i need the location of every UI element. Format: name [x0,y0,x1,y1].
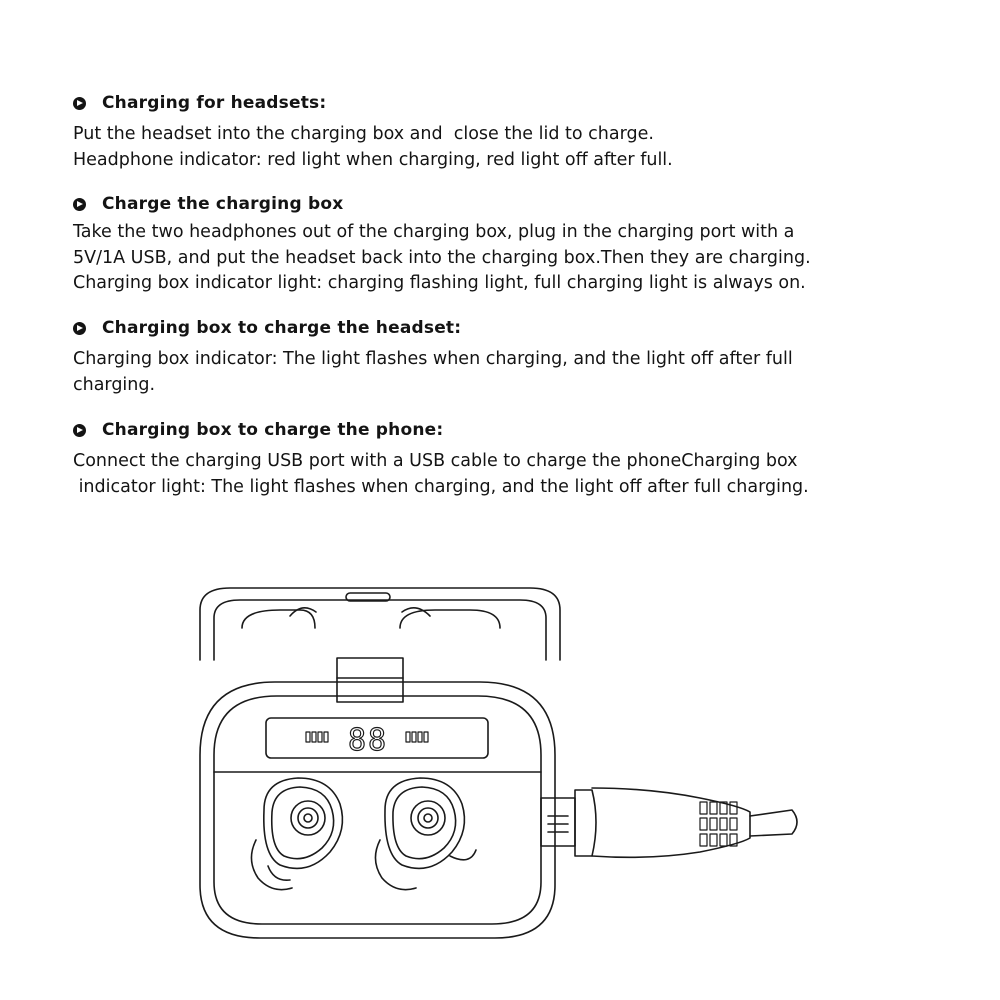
section-box-charges-phone: Charging box to charge the phone: Connec… [73,418,953,500]
body-line: Connect the charging USB port with a USB… [73,451,798,471]
case-lid [199,587,561,661]
led-display [265,717,489,759]
body-line: Charging box indicator light: charging f… [73,273,806,293]
section-heading-text: Charging for headsets: [102,93,327,113]
usb-cable [749,809,798,837]
body-line: Charging box indicator: The light flashe… [73,349,793,369]
play-bullet-icon [73,96,86,110]
section-heading-text: Charge the charging box [102,194,344,214]
right-earbud-icon [374,777,477,891]
section-heading: Charging box to charge the phone: [73,418,953,442]
body-line: Take the two headphones out of the charg… [73,222,795,242]
case-body-inner [213,695,542,925]
battery-bars-left [305,731,329,743]
body-line: Headphone indicator: red light when char… [73,149,673,170]
section-charging-headsets: Charging for headsets: Put the headset i… [73,91,953,173]
hinge-tab [336,657,404,703]
section-heading: Charge the charging box [73,192,953,216]
play-bullet-icon [73,423,86,437]
section-heading-text: Charging box to charge the phone: [102,420,444,440]
body-line: Put the headset into the charging box an… [73,124,654,144]
section-charge-box: Charge the charging box Take the two hea… [73,192,953,297]
lid-bump-right [401,607,431,617]
display-digits: 88 [348,723,388,758]
battery-bars-right [405,731,429,743]
body-line: 5V/1A USB, and put the headset back into… [73,247,811,268]
lid-latch-slot [345,592,391,602]
case-lid-inner [213,599,547,661]
lid-bump-left [289,607,317,617]
body-line: charging. [73,374,156,395]
section-heading-text: Charging box to charge the headset: [102,318,462,338]
left-earbud-icon [250,777,344,891]
lid-recess-left [241,609,316,629]
usb-connector-icon [540,787,798,859]
body-line: indicator light: The light flashes when … [73,476,809,497]
section-box-charges-headset: Charging box to charge the headset: Char… [73,316,953,398]
play-bullet-icon [73,321,86,335]
lid-recess-right [399,609,501,629]
section-heading: Charging box to charge the headset: [73,316,953,340]
section-heading: Charging for headsets: [73,91,953,115]
case-body [199,681,556,939]
charging-case-with-earbuds-and-usb-cable-icon: 88 [199,587,798,939]
play-bullet-icon [73,197,86,211]
